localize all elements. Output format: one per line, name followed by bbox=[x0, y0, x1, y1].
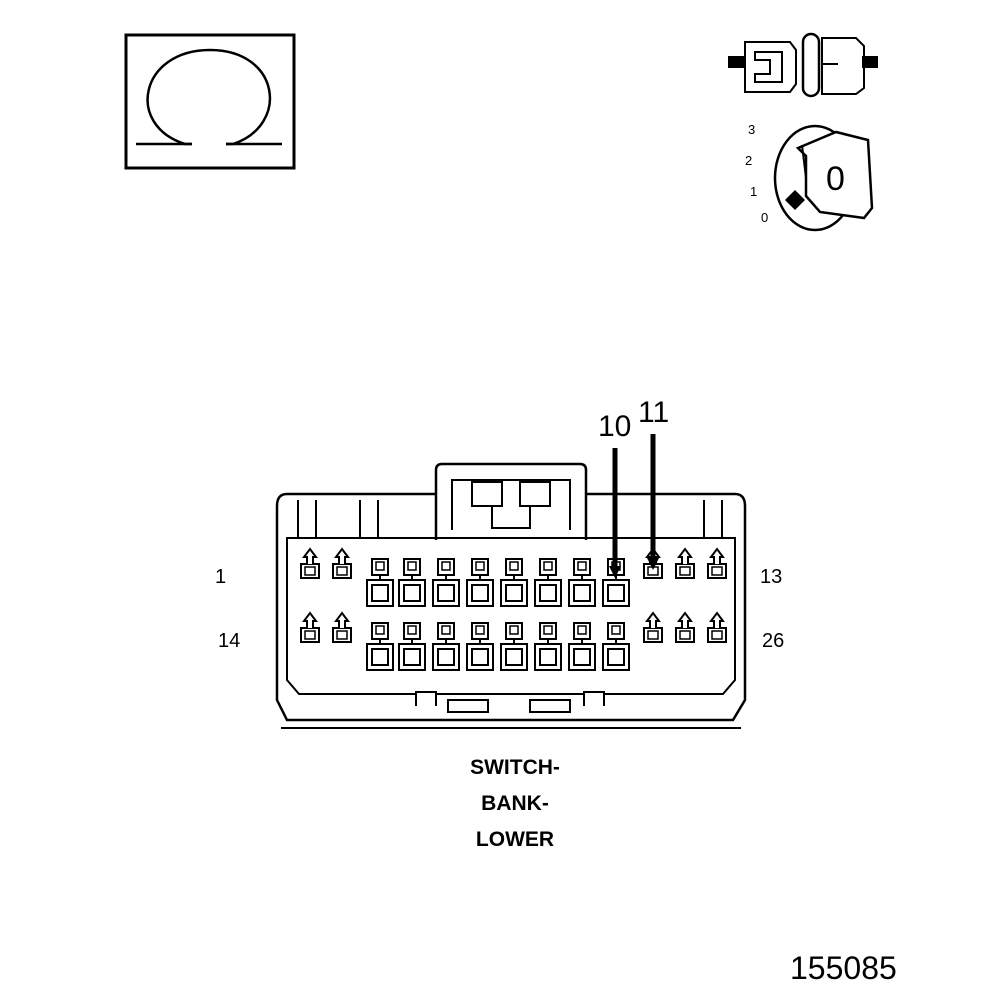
pin-label-1: 1 bbox=[215, 566, 227, 588]
connector-name-line-1: SWITCH- bbox=[470, 756, 560, 779]
ignition-position-2: 2 bbox=[745, 153, 753, 168]
pin-label-13: 13 bbox=[760, 566, 783, 588]
ignition-position-1: 1 bbox=[750, 184, 758, 199]
probe-arrow-pin-10 bbox=[609, 448, 621, 578]
probe-label-pin-11: 11 bbox=[638, 396, 670, 429]
ignition-position-0: 0 bbox=[761, 210, 769, 225]
ignition-key-icon bbox=[773, 124, 874, 232]
pin-label-14: 14 bbox=[218, 630, 241, 652]
ohmmeter-icon bbox=[124, 33, 296, 170]
ignition-position-3: 3 bbox=[748, 122, 756, 137]
connector-name-line-3: LOWER bbox=[475, 828, 555, 851]
probe-arrow-pin-11 bbox=[647, 434, 659, 570]
connector-name-line-2: BANK- bbox=[481, 792, 549, 815]
disconnected-connector-icon bbox=[728, 32, 878, 98]
pin-label-26: 26 bbox=[762, 630, 785, 652]
probe-label-pin-10: 10 bbox=[598, 410, 632, 443]
figure-number: 155085 bbox=[790, 950, 897, 986]
ignition-key-position-label: 0 bbox=[826, 160, 845, 198]
